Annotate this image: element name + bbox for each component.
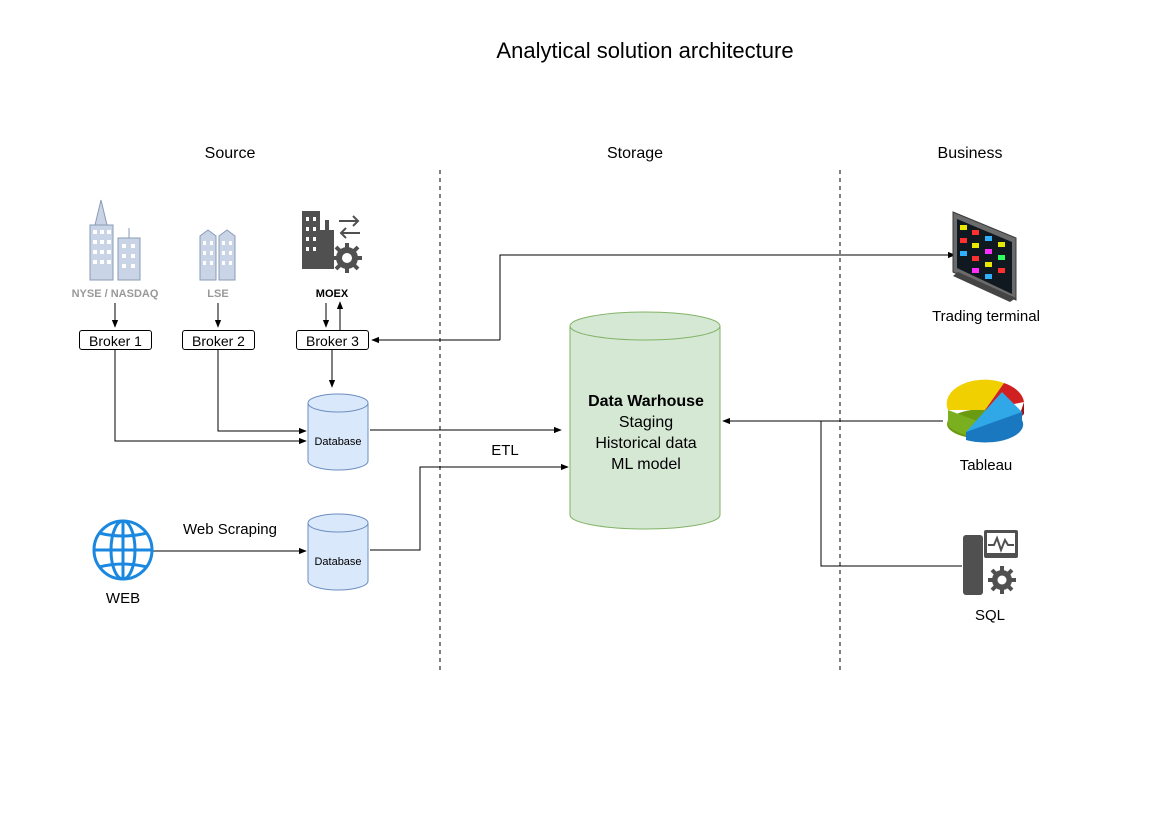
trading-terminal-icon	[952, 211, 1017, 302]
trading-terminal-label: Trading terminal	[932, 308, 1040, 325]
web-label: WEB	[105, 590, 141, 607]
web-scraping-label: Web Scraping	[183, 521, 277, 538]
warehouse-line-historical: Historical data	[595, 435, 697, 452]
broker-3-box: Broker 3	[296, 330, 369, 350]
section-storage: Storage	[606, 145, 664, 162]
database-2-label: Database	[314, 556, 362, 568]
diagram-title: Analytical solution architecture	[496, 38, 794, 63]
tableau-pie-chart-icon	[946, 379, 1024, 443]
label-nyse-nasdaq: NYSE / NASDAQ	[71, 288, 159, 300]
web-globe-icon	[92, 519, 154, 581]
broker-1-box: Broker 1	[79, 330, 152, 350]
broker-2-box: Broker 2	[182, 330, 255, 350]
database-cylinder-1	[307, 393, 369, 471]
edge-db2-warehouse	[370, 463, 569, 551]
sql-label: SQL	[974, 607, 1005, 624]
edge-broker1-db	[114, 350, 307, 445]
data-warehouse-cylinder	[569, 311, 721, 530]
sql-server-icon	[963, 530, 1018, 595]
edge-trading-broker3	[499, 251, 956, 340]
tableau-label: Tableau	[959, 457, 1013, 474]
edge-broker2-db	[217, 350, 307, 435]
label-moex: MOEX	[315, 288, 349, 300]
data-warehouse-text: Data Warhouse Staging Historical data ML…	[570, 391, 722, 475]
section-source: Source	[204, 145, 256, 162]
edge-sql-warehouse	[820, 421, 962, 567]
warehouse-line-ml: ML model	[611, 456, 681, 473]
section-business: Business	[937, 145, 1003, 162]
nyse-building-icon	[89, 199, 141, 281]
lse-building-icon	[199, 229, 236, 281]
database-1-label: Database	[314, 436, 362, 448]
warehouse-line-staging: Staging	[618, 414, 674, 431]
moex-building-icon	[302, 211, 362, 273]
etl-label: ETL	[491, 442, 519, 459]
data-warehouse-title: Data Warhouse	[588, 393, 704, 410]
label-lse: LSE	[207, 288, 229, 300]
database-cylinder-2	[307, 513, 369, 591]
